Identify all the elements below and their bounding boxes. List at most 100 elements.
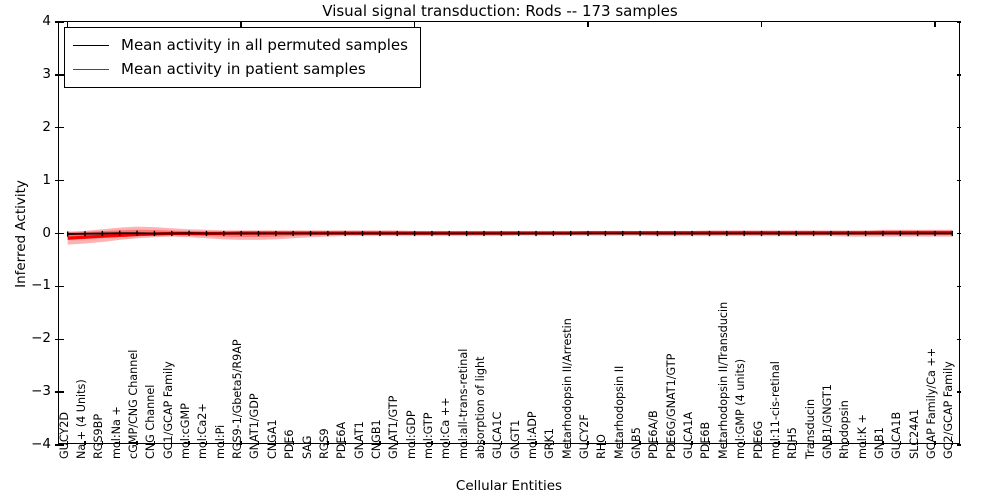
y-tick-mark-inner bbox=[59, 391, 64, 393]
x-category-label: mol:Ca ++ bbox=[439, 397, 453, 459]
x-tick-mark bbox=[899, 440, 901, 445]
x-category-label: GNGT1 bbox=[508, 419, 522, 459]
y-tick-mark-right bbox=[956, 74, 961, 76]
x-tick-mark bbox=[413, 440, 416, 445]
x-category-label: RHO bbox=[595, 434, 609, 459]
x-category-label: mol:GMP (4 units) bbox=[734, 358, 748, 459]
x-tick-mark-top bbox=[240, 22, 242, 27]
y-tick-mark bbox=[55, 21, 60, 23]
x-category-label: CNGA1 bbox=[265, 419, 279, 459]
y-tick-label: 2 bbox=[42, 118, 51, 135]
x-tick-mark bbox=[656, 440, 659, 445]
legend-item: Mean activity in all permuted samples bbox=[73, 33, 408, 57]
chart-title: Visual signal transduction: Rods -- 173 … bbox=[322, 2, 678, 20]
y-tick-mark bbox=[55, 127, 60, 129]
x-category-label: GCAP Family/Ca ++ bbox=[924, 347, 938, 459]
x-category-label: GC2/GCAP Family bbox=[942, 361, 956, 459]
legend-label: Mean activity in patient samples bbox=[121, 60, 366, 78]
x-tick-mark bbox=[691, 440, 693, 445]
x-tick-mark-top bbox=[413, 22, 416, 27]
y-tick-mark-inner bbox=[59, 179, 64, 182]
x-tick-mark bbox=[136, 440, 138, 445]
x-category-label: GUCA1A bbox=[682, 411, 696, 459]
x-tick-mark bbox=[951, 440, 953, 445]
x-tick-mark bbox=[847, 440, 849, 445]
x-tick-mark bbox=[639, 440, 641, 445]
x-category-label: absorption of light bbox=[473, 356, 487, 459]
x-category-label: GUCA1B bbox=[890, 411, 904, 459]
x-tick-mark bbox=[604, 440, 607, 445]
x-tick-mark-top bbox=[760, 22, 763, 27]
x-tick-mark bbox=[674, 440, 676, 445]
x-tick-mark bbox=[830, 440, 832, 445]
y-tick-label: 0 bbox=[42, 224, 51, 241]
y-tick-mark-right bbox=[956, 285, 961, 288]
y-tick-mark-right bbox=[956, 391, 961, 393]
x-category-label: PDE6G/GNAT1/GTP bbox=[664, 353, 678, 459]
x-tick-mark bbox=[916, 440, 919, 445]
x-category-label: SLC24A1 bbox=[907, 408, 921, 459]
y-tick-mark bbox=[55, 444, 60, 446]
y-tick-mark-inner bbox=[59, 74, 64, 76]
x-category-label: Rhodopsin bbox=[838, 400, 852, 459]
x-tick-mark bbox=[205, 440, 208, 445]
x-category-label: mol:all-trans-retinal bbox=[456, 348, 470, 459]
x-tick-mark bbox=[67, 440, 69, 445]
x-category-label: mol:cGMP bbox=[179, 403, 193, 459]
x-tick-mark bbox=[84, 440, 86, 445]
x-category-label: SAG bbox=[300, 435, 314, 459]
x-category-label: CNGB1 bbox=[369, 419, 383, 459]
x-category-label: Transducin bbox=[803, 398, 817, 459]
x-category-label: Metarhodopsin II bbox=[612, 365, 626, 459]
x-tick-mark bbox=[570, 440, 572, 445]
x-category-label: PDE6B bbox=[699, 421, 713, 459]
x-tick-mark bbox=[778, 440, 780, 445]
y-tick-label: 3 bbox=[42, 65, 51, 82]
series-layer bbox=[66, 226, 954, 245]
x-tick-mark bbox=[726, 440, 728, 445]
legend-item: Mean activity in patient samples bbox=[73, 57, 408, 81]
y-tick-mark-inner bbox=[59, 232, 64, 235]
x-category-label: Metarhodopsin II/Arrestin bbox=[560, 318, 574, 459]
y-tick-mark-inner bbox=[59, 127, 64, 129]
y-tick-mark bbox=[55, 74, 60, 76]
y-tick-mark-inner bbox=[59, 444, 64, 446]
x-category-label: CNG Channel bbox=[144, 384, 158, 459]
x-category-label: GC1/GCAP Family bbox=[161, 361, 175, 459]
x-tick-mark bbox=[743, 440, 745, 445]
x-category-label: PDE6A/B bbox=[647, 410, 661, 459]
y-tick-label: −4 bbox=[31, 436, 51, 452]
x-category-label: RDH5 bbox=[786, 427, 800, 459]
x-tick-mark bbox=[275, 440, 277, 445]
legend-label: Mean activity in all permuted samples bbox=[121, 36, 408, 54]
x-tick-mark bbox=[327, 440, 329, 445]
x-tick-mark bbox=[587, 440, 589, 445]
x-category-label: mol:ADP bbox=[526, 411, 540, 459]
x-category-label: GNAT1/GDP bbox=[248, 393, 262, 459]
x-category-label: mol:Ca2+ bbox=[196, 403, 210, 459]
x-category-label: GUCA1C bbox=[491, 411, 505, 459]
x-tick-mark bbox=[934, 440, 936, 445]
x-tick-mark bbox=[101, 440, 103, 445]
x-tick-mark bbox=[535, 440, 537, 445]
x-category-label: mol:GDP bbox=[404, 410, 418, 459]
x-category-label: PDE6 bbox=[283, 429, 297, 459]
y-tick-mark-right bbox=[956, 338, 961, 340]
x-category-label: cGMP/CNG Channel bbox=[127, 349, 141, 459]
x-axis-label: Cellular Entities bbox=[455, 478, 563, 494]
x-category-label: PDE6A bbox=[335, 421, 349, 459]
x-tick-mark-top bbox=[587, 22, 589, 27]
x-category-label: Metarhodopsin II/Transducin bbox=[716, 301, 730, 459]
x-tick-mark bbox=[552, 440, 554, 445]
x-tick-mark bbox=[431, 440, 433, 445]
x-category-label: GUCY2F bbox=[578, 414, 592, 459]
x-tick-mark-top bbox=[934, 22, 936, 27]
x-tick-mark bbox=[361, 440, 364, 445]
y-tick-mark-inner bbox=[59, 338, 64, 340]
y-tick-label: −1 bbox=[31, 277, 51, 294]
x-category-label: GNAT1/GTP bbox=[387, 395, 401, 459]
x-tick-mark bbox=[500, 440, 502, 445]
x-category-label: GNB5 bbox=[630, 427, 644, 459]
x-tick-mark bbox=[257, 440, 260, 445]
permuted-mean-line bbox=[67, 232, 953, 235]
